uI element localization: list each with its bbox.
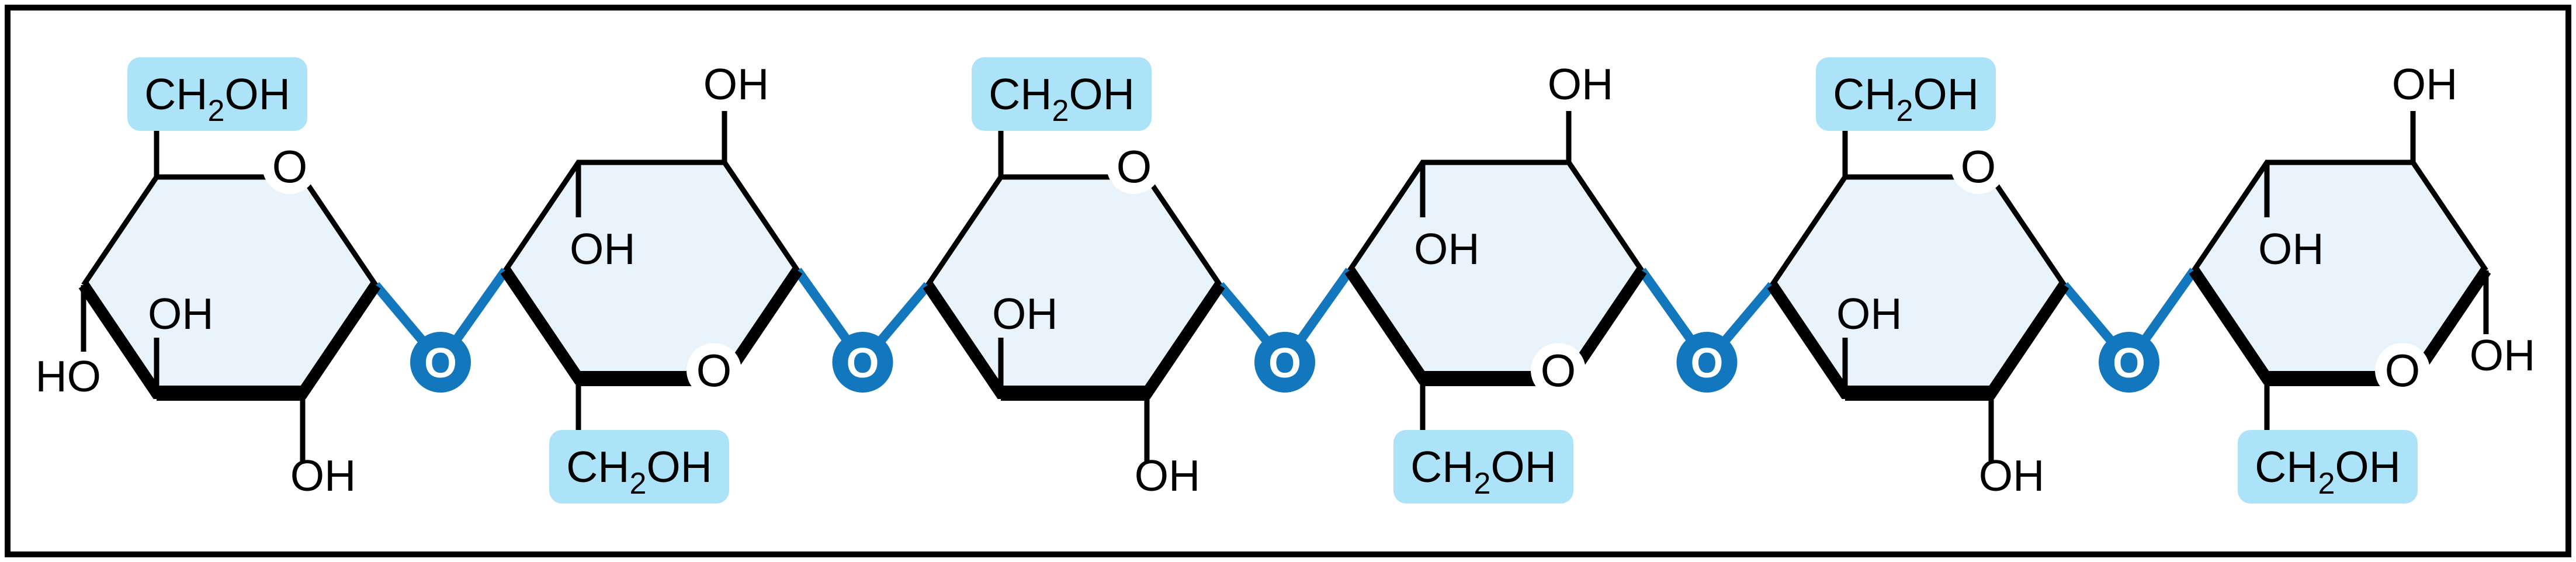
terminal-hydroxyl-label: HO [36,352,102,401]
ring-back-bonds [503,159,800,272]
glycosidic-oxygen-circle-2 [832,332,893,393]
ch2oh-label: CH2OH [1833,70,1979,128]
ch2oh-label: CH2OH [2255,442,2401,501]
ring-back-bonds [1347,159,1644,272]
ring-fill-hexagon [928,177,1220,393]
ring-oxygen-label: O [1541,345,1576,396]
glycosidic-oxygen-label-5: O [2113,340,2145,387]
outer-hydroxyl-label: OH [1979,451,2045,500]
outer-hydroxyl-label: OH [2392,60,2458,109]
glucose-unit-5: CH2OH OH OH O [1767,57,2069,500]
ring-back-bonds [925,174,1222,287]
glycosidic-oxygen-circle-5 [2099,332,2159,393]
outer-hydroxyl-label: OH [703,60,769,109]
glycosidic-oxygen-circle-4 [1676,332,1738,393]
ring-oxygen-label: O [272,141,308,192]
ch2oh-highlight [2238,430,2418,504]
glucose-unit-6: CH2OH OH OH OH O [2189,60,2536,504]
ch2oh-label: CH2OH [1410,442,1556,501]
ch2oh-highlight [127,57,307,131]
glucose-unit-2: CH2OH OH OH O [500,60,803,504]
ch2oh-label: CH2OH [566,442,712,501]
ch2oh-label: CH2OH [989,70,1135,128]
ring-oxygen-label: O [1117,141,1152,192]
ring-oxygen-halo [1951,139,2006,194]
ring-oxygen-label: O [2385,345,2421,396]
ring-oxygen-halo [687,343,741,398]
inner-hydroxyl-label: OH [570,224,636,273]
glycosidic-oxygen-label-3: O [1268,340,1301,387]
glucose-unit-4: CH2OH OH OH O [1344,60,1647,504]
ring-fill-hexagon [1350,162,1642,379]
outer-hydroxyl-label: OH [1135,451,1201,500]
inner-hydroxyl-label: OH [1836,289,1902,338]
ch2oh-highlight [1393,430,1573,504]
ring-oxygen-label: O [1961,141,1996,192]
ch2oh-label: CH2OH [144,70,290,128]
ring-back-bonds [1770,174,2067,287]
glucose-unit-3: CH2OH OH OH O [923,57,1225,500]
outer-hydroxyl-label: OH [290,451,356,500]
ring-back-bonds [81,174,378,287]
terminal-hydroxyl-label: OH [2470,331,2536,380]
inner-hydroxyl-label: OH [2258,224,2324,273]
ring-oxygen-label: O [696,345,732,396]
ring-oxygen-halo [2375,343,2430,398]
glucose-unit-1: CH2OH OH OH HO O [36,57,381,500]
ch2oh-highlight [1816,57,1996,131]
glycosidic-oxygen-circle-3 [1254,332,1315,393]
ring-fill-hexagon [2194,162,2486,379]
ring-back-bonds [2192,159,2488,272]
glycosidic-oxygen-circle-1 [410,332,471,393]
inner-hydroxyl-label: OH [148,289,214,338]
glycosidic-oxygen-label-4: O [1690,340,1723,387]
ring-oxygen-halo [262,139,317,194]
outer-hydroxyl-label: OH [1548,60,1614,109]
ch2oh-highlight [549,430,729,504]
figure-border [5,5,2571,557]
inner-hydroxyl-label: OH [1414,224,1480,273]
ring-fill-hexagon [84,177,376,393]
glycosidic-oxygen-label-1: O [424,340,457,387]
inner-hydroxyl-label: OH [992,289,1058,338]
ring-fill-hexagon [505,162,798,379]
glycosidic-oxygen-label-2: O [846,340,879,387]
ring-oxygen-halo [1531,343,1586,398]
ring-fill-hexagon [1772,177,2064,393]
ch2oh-highlight [972,57,1152,131]
ring-oxygen-halo [1107,139,1162,194]
